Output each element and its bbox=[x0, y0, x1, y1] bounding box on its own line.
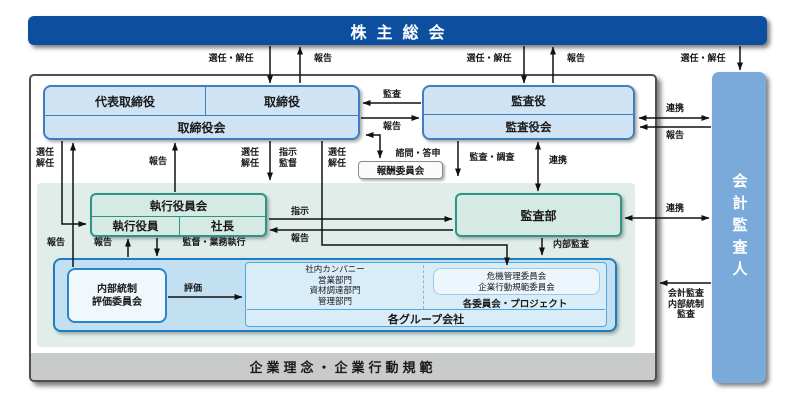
label-report-exec-board: 報告 bbox=[148, 156, 167, 166]
internal-control-committee-box: 内部統制 評価委員会 bbox=[67, 268, 167, 323]
internal-companies-list: 社内カンパニー 営業部門 資材調達部門 管理部門 bbox=[305, 264, 365, 306]
accounting-auditor-label: 会計監査人 bbox=[730, 172, 748, 283]
directors-cell: 取締役 bbox=[263, 94, 300, 109]
label-instruction: 指示 bbox=[290, 206, 309, 216]
label-evaluation: 評価 bbox=[183, 283, 202, 293]
label-report-internal-control: 報告 bbox=[46, 237, 65, 247]
label-supervise-execute: 監督・業務執行 bbox=[182, 237, 246, 247]
label-instruct-supervise: 指示 監督 bbox=[278, 147, 297, 168]
auditors-group: 監査役 監査役会 bbox=[422, 85, 635, 140]
president-cell: 社長 bbox=[211, 221, 234, 233]
label-elect-dismiss-mid: 選任 解任 bbox=[240, 147, 259, 168]
executive-officers-committee-cell: 執行役員会 bbox=[149, 200, 208, 213]
label-elect-dismiss-directors: 選任・解任 bbox=[208, 53, 254, 63]
board-of-directors-cell: 取締役会 bbox=[45, 115, 358, 138]
compensation-committee-box: 報酬委員会 bbox=[358, 161, 443, 179]
representative-director-cell: 代表取締役 bbox=[45, 87, 206, 115]
executive-officers-group: 執行役員会 執行役員 社長 bbox=[90, 193, 267, 237]
label-audit-investigation: 監査・調査 bbox=[469, 152, 515, 162]
label-internal-audit: 内部監査 bbox=[552, 239, 589, 249]
label-cooperation-audit-dept: 連携 bbox=[548, 155, 567, 165]
shareholders-meeting-bar: 株主総会 bbox=[28, 16, 767, 45]
label-elect-dismiss-exec: 選任 解任 bbox=[35, 147, 54, 168]
auditors-cell: 監査役 bbox=[511, 95, 546, 108]
label-elect-dismiss-committee: 選任 解任 bbox=[327, 147, 346, 168]
label-report-from-accounting: 報告 bbox=[665, 130, 684, 140]
board-of-directors-group: 代表取締役 取締役 取締役会 bbox=[43, 85, 360, 140]
label-report-auditors: 報告 bbox=[566, 53, 585, 63]
label-consult-reply: 諮問・答申 bbox=[395, 148, 441, 158]
audit-department-box: 監査部 bbox=[455, 193, 622, 237]
committees-projects-label: 各委員会・プロジェクト bbox=[462, 299, 568, 310]
executive-officers-cell: 執行役員 bbox=[92, 217, 180, 235]
risk-committees-box: 危機管理委員会 企業行動規範委員会 bbox=[433, 268, 600, 295]
label-accounting-internal-audit: 会計監査 内部統制 監査 bbox=[667, 288, 704, 319]
label-elect-dismiss-auditors: 選任・解任 bbox=[466, 53, 512, 63]
label-report-directors: 報告 bbox=[313, 53, 332, 63]
label-cooperation-mid: 連携 bbox=[665, 203, 684, 213]
board-of-auditors-cell: 監査役会 bbox=[424, 114, 633, 138]
label-report-to-president: 報告 bbox=[290, 233, 309, 243]
philosophy-bar: 企業理念・企業行動規範 bbox=[31, 353, 655, 380]
inner-horizontal-divider bbox=[247, 309, 605, 310]
inner-dashed-divider bbox=[423, 265, 424, 309]
label-audit: 監査 bbox=[382, 89, 401, 99]
group-companies-label: 各グループ会社 bbox=[387, 314, 465, 326]
label-report-to-auditors: 報告 bbox=[382, 121, 401, 131]
label-report-from-group: 報告 bbox=[93, 237, 112, 247]
accounting-auditor-box: 会計監査人 bbox=[712, 72, 766, 383]
label-cooperation-top: 連携 bbox=[665, 103, 684, 113]
label-elect-dismiss-accounting: 選任・解任 bbox=[680, 53, 726, 63]
